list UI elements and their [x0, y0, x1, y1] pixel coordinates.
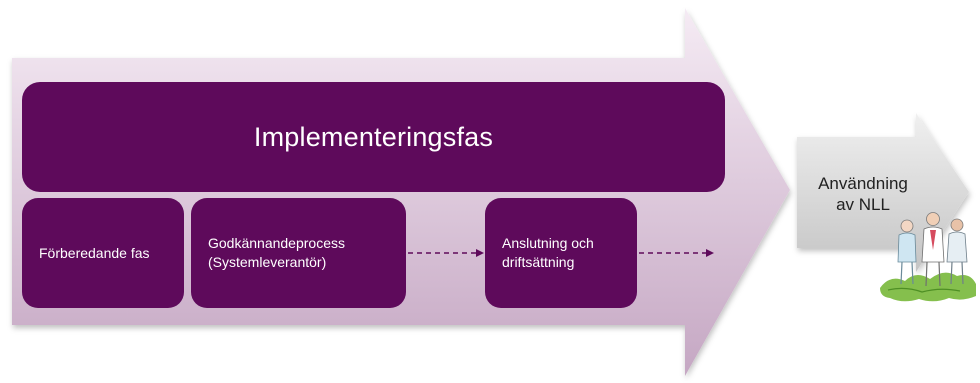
- staff-figure: [946, 218, 968, 285]
- arrowhead-icon: [476, 249, 484, 257]
- connector-2: [639, 249, 714, 257]
- step-label: Förberedande fas: [39, 244, 150, 261]
- step-preparation: Förberedande fas: [22, 198, 184, 308]
- outcome-label: Användning av NLL: [818, 174, 908, 214]
- process-arrow: [12, 8, 790, 376]
- step-label: Anslutning och driftsättning: [502, 235, 594, 270]
- green-map-shape: [880, 272, 976, 302]
- arrowhead-icon: [706, 249, 714, 257]
- implementation-phase-box: Implementeringsfas: [22, 82, 725, 192]
- step-approval-process: Godkännandeprocess (Systemleverantör): [191, 198, 406, 308]
- nurse-figure: [897, 219, 917, 285]
- connector-1: [408, 249, 484, 257]
- phase-title: Implementeringsfas: [253, 121, 494, 152]
- healthcare-staff-illustration: [880, 212, 976, 302]
- step-label: Godkännandeprocess (Systemleverantör): [208, 235, 345, 270]
- step-connection-deployment: Anslutning och driftsättning: [485, 198, 637, 308]
- doctor-figure: [921, 212, 945, 287]
